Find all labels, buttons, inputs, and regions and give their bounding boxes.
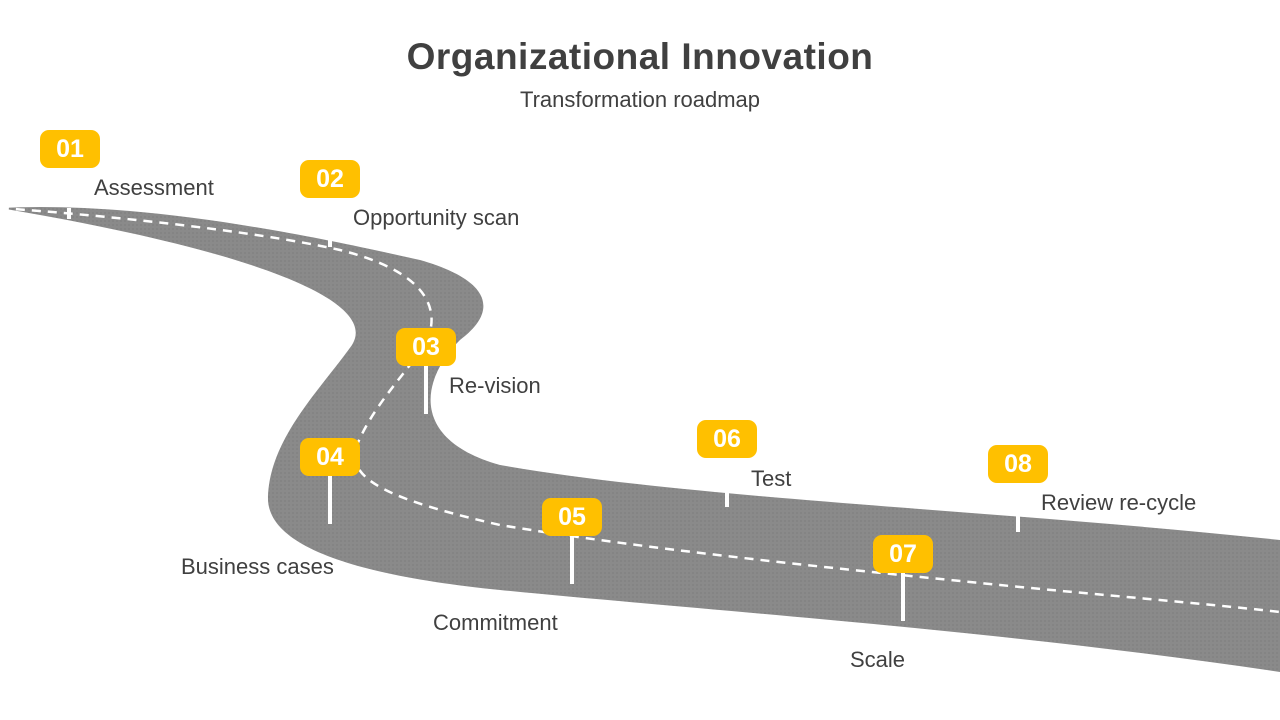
step-03-badge: 03 <box>396 328 456 366</box>
slide-title: Organizational Innovation <box>0 36 1280 78</box>
road <box>0 207 1280 672</box>
slide-subtitle: Transformation roadmap <box>0 87 1280 113</box>
step-05-badge: 05 <box>542 498 602 536</box>
step-06-badge: 06 <box>697 420 757 458</box>
step-02-label: Opportunity scan <box>353 205 519 231</box>
step-07-label: Scale <box>850 647 905 673</box>
step-02-badge: 02 <box>300 160 360 198</box>
step-06-label: Test <box>751 466 791 492</box>
step-05-label: Commitment <box>433 610 558 636</box>
step-07-badge: 07 <box>873 535 933 573</box>
step-01-label: Assessment <box>94 175 214 201</box>
step-04-badge: 04 <box>300 438 360 476</box>
step-01-badge: 01 <box>40 130 100 168</box>
step-08-label: Review re-cycle <box>1041 490 1196 516</box>
step-04-label: Business cases <box>181 554 334 580</box>
step-03-label: Re-vision <box>449 373 541 399</box>
step-08-badge: 08 <box>988 445 1048 483</box>
